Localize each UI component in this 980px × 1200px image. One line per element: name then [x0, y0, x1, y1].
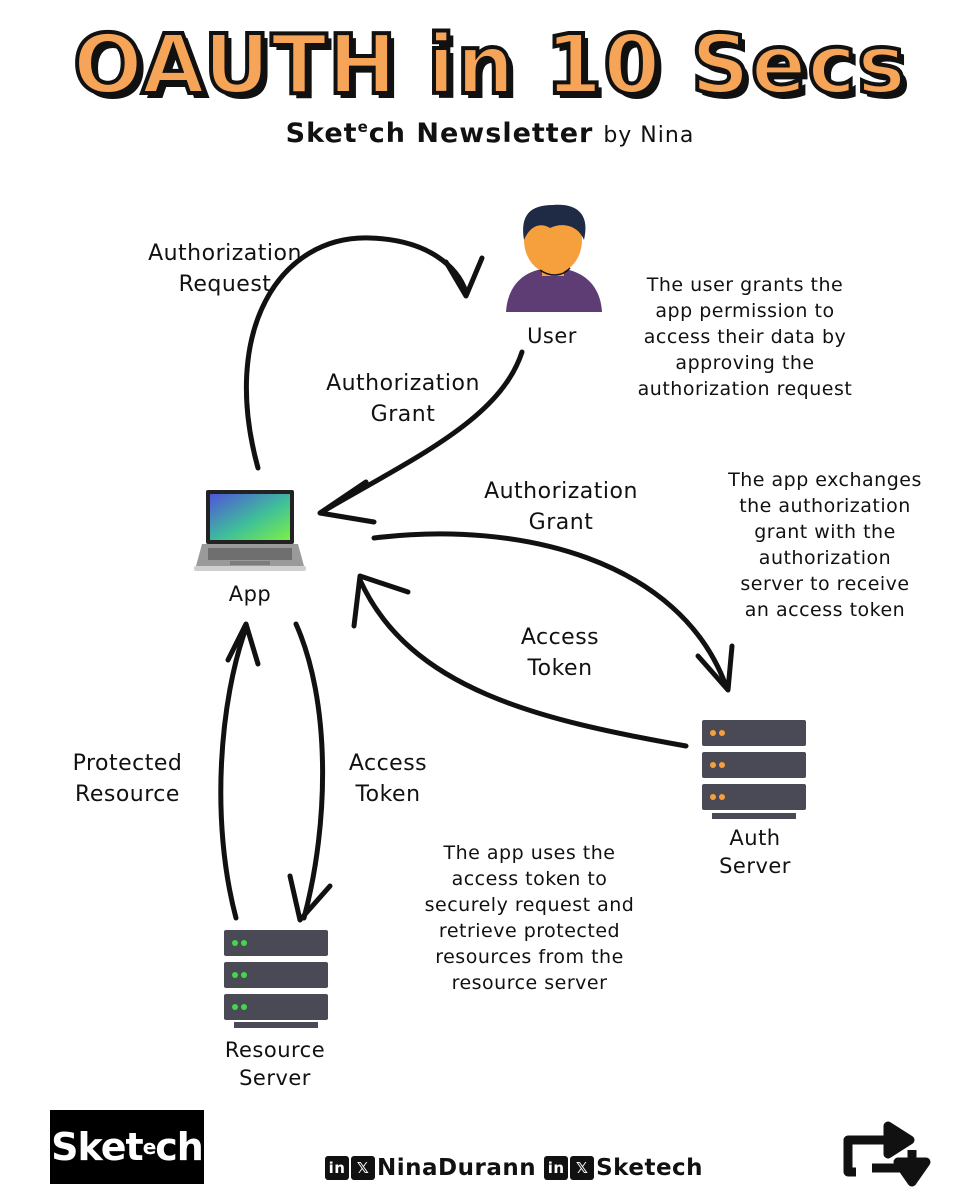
linkedin-icon[interactable]: in: [325, 1156, 349, 1180]
description-resource-line: resources from the: [435, 946, 624, 968]
laptop-icon: [194, 490, 306, 571]
brand-text-sup: e: [142, 1135, 157, 1159]
brand-text-a: Sket: [51, 1125, 144, 1169]
auth-server-label: Auth Server: [700, 824, 810, 880]
description-auth-server-line: an access token: [744, 599, 906, 621]
linkedin-icon[interactable]: in: [544, 1156, 569, 1180]
description-auth-server-line: authorization: [758, 547, 892, 569]
label-authorization-grant-user-line1: Authorization: [326, 371, 480, 396]
label-access-token-server: Access Token: [500, 622, 620, 684]
label-authorization-grant-server-line1: Authorization: [484, 479, 638, 504]
arrowhead-authorization-grant-user: [317, 479, 377, 525]
subtitle-author: by Nina: [603, 123, 695, 148]
footer-social: in 𝕏 NinaDurann in 𝕏 Sketech: [325, 1153, 703, 1183]
description-user-line: approving the: [675, 352, 815, 374]
label-access-token-server-line2: Token: [527, 656, 593, 681]
label-access-token-resource-line1: Access: [348, 751, 428, 776]
page-subtitle: Sketech Newsletter by Nina: [0, 118, 980, 149]
label-access-token-resource-line2: Token: [355, 782, 421, 807]
arrow-access-token-resource: [293, 621, 326, 921]
app-label: App: [228, 582, 272, 606]
auth-server-label-line2: Server: [719, 854, 791, 878]
description-resource: The app uses the access token to securel…: [402, 840, 657, 996]
label-authorization-grant-server-line2: Grant: [528, 510, 594, 535]
description-auth-server-line: server to receive: [740, 573, 910, 595]
description-auth-server: The app exchanges the authorization gran…: [705, 467, 945, 623]
label-authorization-grant-user-line2: Grant: [370, 402, 436, 427]
description-user-line: app permission to: [655, 300, 835, 322]
description-resource-line: resource server: [451, 972, 608, 994]
label-protected-resource: Protected Resource: [50, 748, 205, 810]
label-access-token-server-line1: Access: [520, 625, 600, 650]
description-user-line: The user grants the: [646, 274, 844, 296]
user-avatar-icon: [506, 204, 602, 312]
arrowhead-access-token-server: [351, 573, 411, 629]
label-protected-resource-line1: Protected: [72, 751, 183, 776]
arrow-authorization-grant-user: [319, 349, 525, 515]
subtitle-brand-a: Sket: [285, 118, 358, 149]
resource-server-label: Resource Server: [210, 1036, 340, 1092]
arrowhead-protected-resource: [225, 621, 261, 667]
description-auth-server-line: the authorization: [739, 495, 911, 517]
arrowhead-authorization-request: [443, 255, 485, 299]
label-protected-resource-line2: Resource: [75, 782, 180, 807]
handle-sketech[interactable]: Sketech: [596, 1155, 704, 1181]
user-label: User: [527, 324, 577, 348]
auth-server-icon: [702, 720, 806, 819]
description-resource-line: The app uses the: [443, 842, 616, 864]
label-authorization-request-line2: Request: [178, 272, 272, 297]
brand-text-b: ch: [155, 1125, 204, 1169]
page-title: OAUTH in 10 Secs: [71, 16, 908, 115]
description-resource-line: securely request and: [424, 894, 635, 916]
label-authorization-request: Authorization Request: [130, 238, 320, 300]
x-icon[interactable]: 𝕏: [570, 1156, 595, 1180]
arrow-authorization-grant-server: [371, 531, 729, 689]
subtitle-brand-sup: e: [357, 118, 369, 136]
description-user: The user grants the app permission to ac…: [610, 272, 880, 402]
repost-icon: [843, 1121, 931, 1187]
resource-server-label-line1: Resource: [224, 1038, 326, 1062]
auth-server-label-line1: Auth: [729, 826, 781, 850]
label-authorization-grant-user: Authorization Grant: [308, 368, 498, 430]
arrowhead-authorization-grant-server: [695, 643, 735, 693]
description-resource-line: retrieve protected: [438, 920, 621, 942]
subtitle-brand-b: ch Newsletter: [368, 118, 594, 149]
x-icon[interactable]: 𝕏: [351, 1156, 375, 1180]
description-user-line: authorization request: [637, 378, 853, 400]
arrow-access-token-server: [357, 577, 689, 749]
label-authorization-request-line1: Authorization: [148, 241, 302, 266]
label-access-token-resource: Access Token: [328, 748, 448, 810]
resource-server-icon: [224, 930, 328, 1028]
handle-nina[interactable]: NinaDurann: [377, 1155, 537, 1181]
resource-server-label-line2: Server: [239, 1066, 311, 1090]
description-auth-server-line: The app exchanges: [728, 469, 922, 491]
arrowhead-access-token-resource: [287, 873, 333, 923]
arrow-protected-resource: [218, 625, 249, 921]
description-auth-server-line: grant with the: [754, 521, 896, 543]
description-resource-line: access token to: [451, 868, 608, 890]
description-user-line: access their data by: [643, 326, 847, 348]
label-authorization-grant-server: Authorization Grant: [466, 476, 656, 538]
